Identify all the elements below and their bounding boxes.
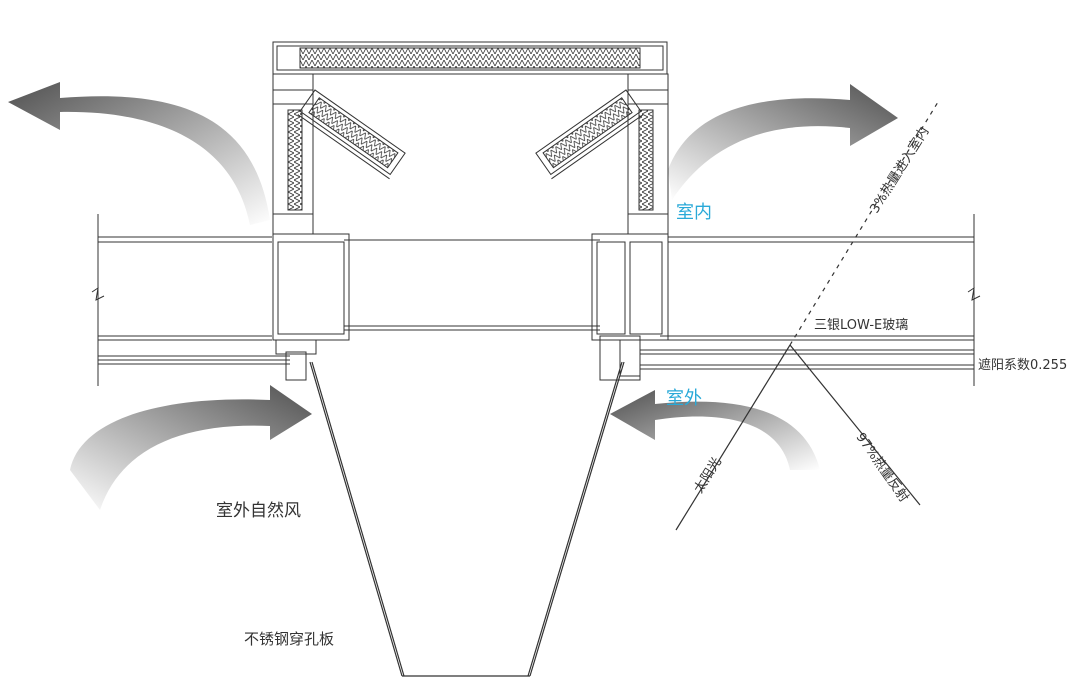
label-low-e-glass: 三银LOW-E玻璃 — [814, 318, 909, 333]
sunlight-rays — [675, 101, 939, 531]
label-perforated-plate: 不锈钢穿孔板 — [244, 630, 335, 648]
louver-blade-right — [535, 89, 644, 180]
wind-arrow-icon — [70, 385, 312, 510]
label-outdoor: 室外 — [666, 388, 702, 409]
wind-arrow-icon — [8, 82, 270, 225]
label-shading-coefficient: 遮阳系数0.255 — [978, 358, 1068, 373]
wind-arrow-icon — [610, 390, 820, 470]
label-indoor: 室内 — [676, 202, 712, 223]
perforated-plate — [309, 361, 625, 677]
wind-arrow-icon — [668, 84, 898, 200]
floor-slab — [91, 214, 981, 386]
window-frame — [272, 233, 669, 381]
label-outdoor-wind: 室外自然风 — [216, 501, 301, 521]
louver-box — [272, 41, 669, 235]
louver-blade-left — [297, 89, 406, 180]
